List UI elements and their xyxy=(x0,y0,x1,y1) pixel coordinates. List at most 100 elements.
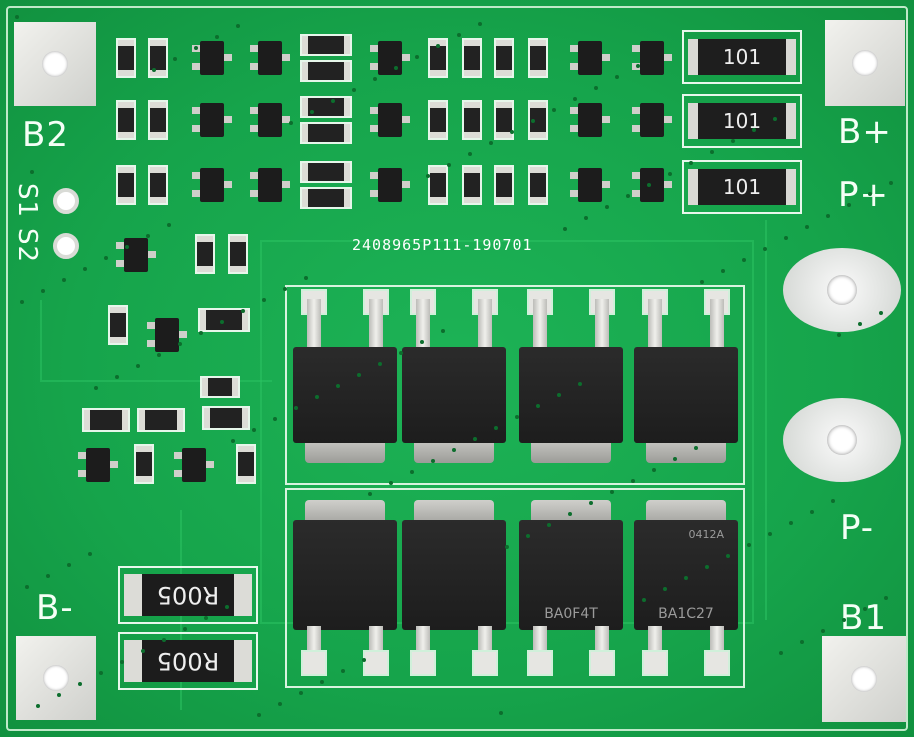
p-minus-round-pad[interactable] xyxy=(783,398,901,482)
ic-pin xyxy=(192,125,200,132)
balance-resistor-3: 101 xyxy=(682,160,802,214)
smd-capacitor xyxy=(200,376,240,398)
via-dot xyxy=(115,375,119,379)
ic-pin xyxy=(370,172,378,179)
via-dot xyxy=(199,331,203,335)
transistor xyxy=(200,41,224,75)
smd-capacitor xyxy=(428,100,448,140)
ic-pin xyxy=(250,45,258,52)
resistor-marking: 101 xyxy=(698,103,786,139)
via-dot xyxy=(647,183,651,187)
s2-via[interactable] xyxy=(53,233,79,259)
transistor xyxy=(200,103,224,137)
b2-solder-pad[interactable] xyxy=(14,22,96,106)
b-minus-solder-pad[interactable] xyxy=(16,636,96,720)
via-dot xyxy=(457,33,461,37)
smd-resistor xyxy=(116,100,136,140)
s1-via[interactable] xyxy=(53,188,79,214)
smd-resistor xyxy=(300,187,352,209)
smd-resistor xyxy=(300,161,352,183)
ic-pin xyxy=(78,470,86,477)
via-dot xyxy=(173,57,177,61)
smd-resistor xyxy=(494,100,514,140)
via-dot xyxy=(684,576,688,580)
ic-pin xyxy=(224,116,232,123)
via-dot xyxy=(842,618,846,622)
label-b2: B2 xyxy=(22,115,69,155)
via-dot xyxy=(557,393,561,397)
via-dot xyxy=(505,545,509,549)
p-plus-round-pad[interactable] xyxy=(783,248,901,332)
b1-solder-pad[interactable] xyxy=(822,636,906,722)
smd-resistor xyxy=(148,165,168,205)
via-dot xyxy=(25,585,29,589)
via-dot xyxy=(157,353,161,357)
ic-pin xyxy=(570,172,578,179)
copper-trace xyxy=(260,240,754,624)
via-dot xyxy=(241,309,245,313)
smd-resistor xyxy=(202,406,250,430)
via-dot xyxy=(584,216,588,220)
resistor-marking: 101 xyxy=(698,39,786,75)
via-dot xyxy=(668,172,672,176)
via-dot xyxy=(510,130,514,134)
via-dot xyxy=(447,163,451,167)
via-dot xyxy=(136,364,140,368)
shunt-resistor-1: R005 xyxy=(118,566,258,624)
via-dot xyxy=(673,457,677,461)
ic-pin xyxy=(602,116,610,123)
mosfet-top-3 xyxy=(519,285,623,475)
via-dot xyxy=(46,574,50,578)
via-dot xyxy=(752,128,756,132)
smd-capacitor xyxy=(528,100,548,140)
via-dot xyxy=(146,234,150,238)
via-dot xyxy=(141,649,145,653)
ic-pin xyxy=(664,54,672,61)
via-dot xyxy=(357,373,361,377)
via-dot xyxy=(610,490,614,494)
via-dot xyxy=(257,713,261,717)
via-dot xyxy=(494,426,498,430)
smd-resistor xyxy=(462,38,482,78)
via-dot xyxy=(310,110,314,114)
via-dot xyxy=(299,691,303,695)
via-dot xyxy=(547,523,551,527)
ic-pin xyxy=(179,331,187,338)
ic-pin xyxy=(632,172,640,179)
via-dot xyxy=(821,629,825,633)
via-dot xyxy=(225,605,229,609)
via-dot xyxy=(763,247,767,251)
ic-pin xyxy=(282,181,290,188)
b-plus-solder-pad[interactable] xyxy=(825,20,905,106)
via-dot xyxy=(578,382,582,386)
via-dot xyxy=(373,77,377,81)
via-dot xyxy=(120,660,124,664)
via-dot xyxy=(15,15,19,19)
via-dot xyxy=(410,470,414,474)
transistor xyxy=(378,41,402,75)
transistor xyxy=(258,103,282,137)
mosfet-marking: BA0F4T xyxy=(519,520,623,630)
ic-pin xyxy=(250,172,258,179)
mosfet-top-4 xyxy=(634,285,738,475)
via-dot xyxy=(468,152,472,156)
transistor xyxy=(578,41,602,75)
mosfet-frame-top xyxy=(285,285,745,485)
ic-pin xyxy=(664,116,672,123)
via-dot xyxy=(394,66,398,70)
via-dot xyxy=(789,521,793,525)
transistor xyxy=(578,103,602,137)
via-dot xyxy=(152,68,156,72)
via-dot xyxy=(83,267,87,271)
via-dot xyxy=(41,289,45,293)
ic-pin xyxy=(632,107,640,114)
copper-trace xyxy=(40,300,272,382)
smd-capacitor xyxy=(528,38,548,78)
via-dot xyxy=(99,671,103,675)
smd-resistor xyxy=(494,38,514,78)
mosfet-bottom-3: BA0F4T xyxy=(519,498,623,688)
via-dot xyxy=(489,141,493,145)
via-dot xyxy=(700,280,704,284)
ic-pin xyxy=(370,63,378,70)
